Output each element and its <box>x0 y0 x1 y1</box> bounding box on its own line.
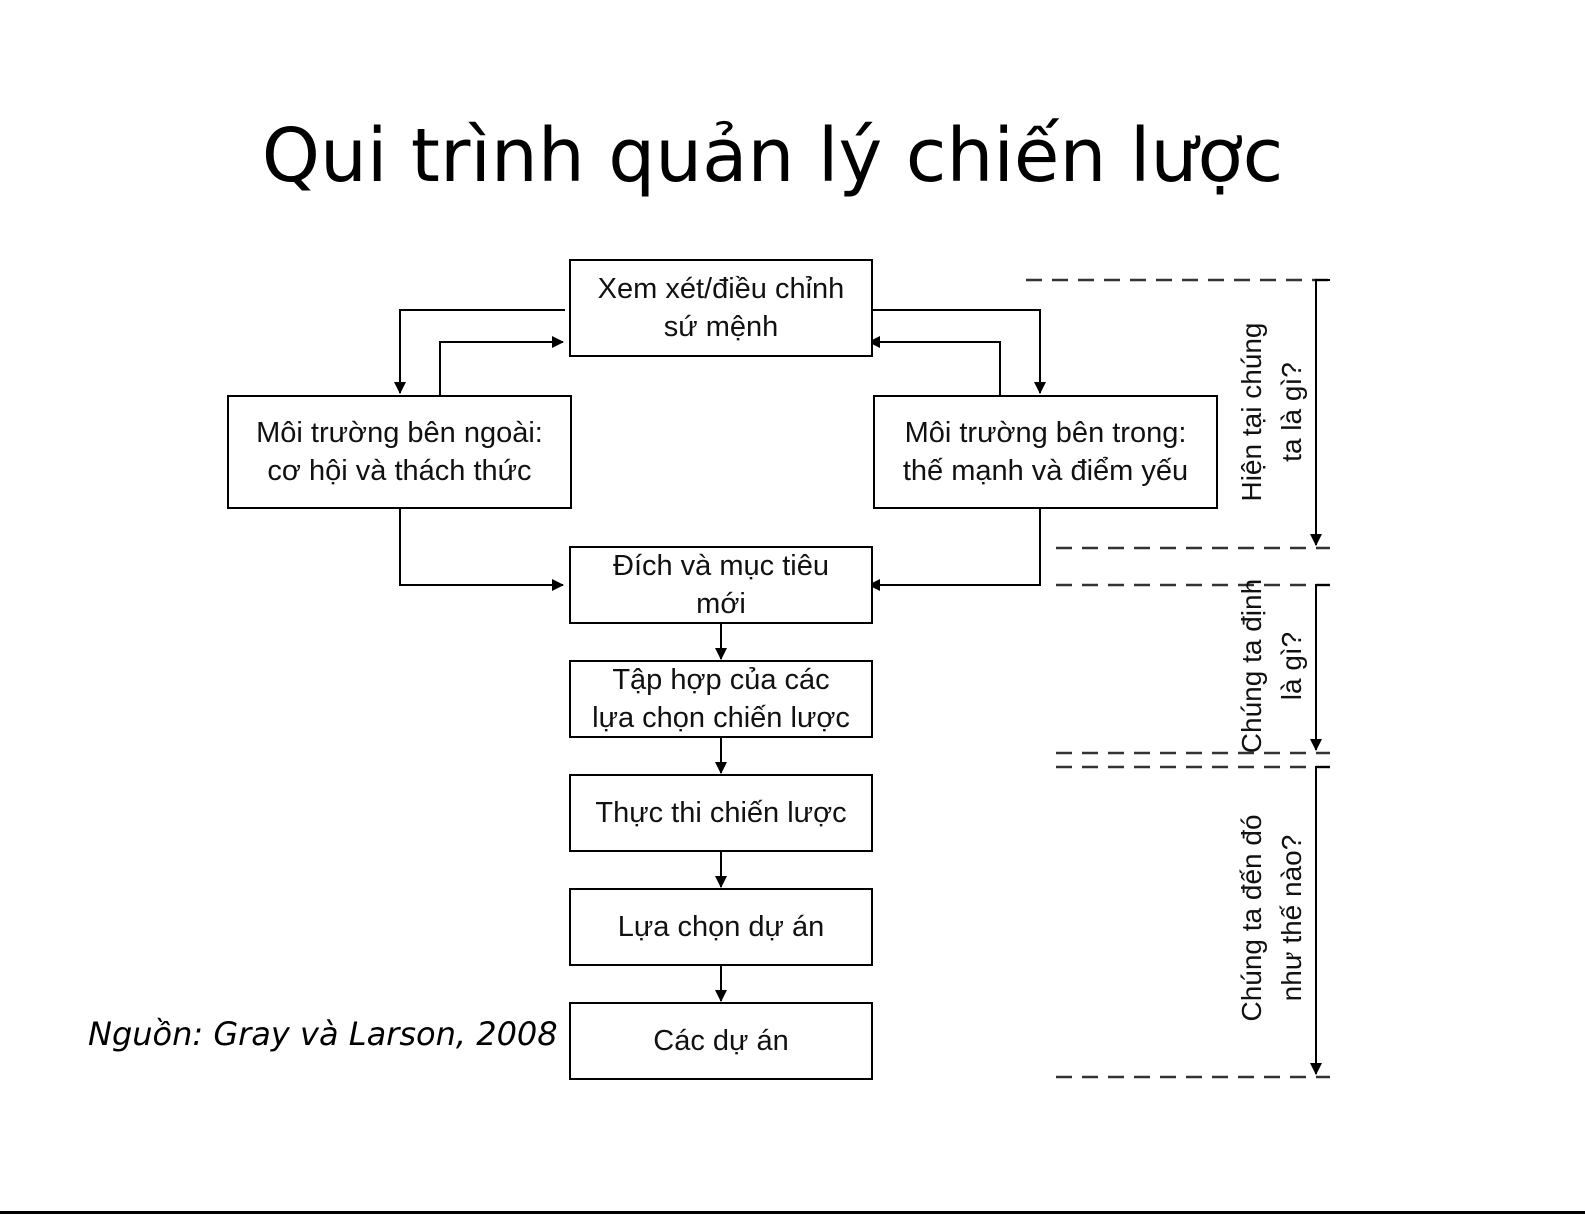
box-mission: Xem xét/điều chỉnh sứ mệnh <box>569 259 873 357</box>
bracket-where-going <box>1310 584 1330 751</box>
arrow-internal-to-mission <box>868 336 1001 395</box>
box-internal-environment: Môi trường bên trong: thế mạnh và điểm y… <box>873 395 1218 509</box>
box-projects: Các dự án <box>569 1002 873 1080</box>
box-goals: Đích và mục tiêu mới <box>569 546 873 624</box>
slide-title: Qui trình quản lý chiến lược <box>261 113 1284 199</box>
box-project-selection: Lựa chọn dự án <box>569 888 873 966</box>
label-where-are-we-going: Chúng ta định là gì? <box>1236 578 1307 754</box>
arrow-internal-to-goals <box>868 508 1041 591</box>
box-strategy-implementation: Thực thi chiến lược <box>569 774 873 852</box>
arrow-external-to-goals <box>399 508 564 591</box>
arrow-mission-to-internal <box>867 309 1046 394</box>
box-external-environment: Môi trường bên ngoài: cơ hội và thách th… <box>227 395 572 509</box>
source-citation: Nguồn: Gray và Larson, 2008 <box>88 1015 558 1053</box>
arrow-mission-to-external <box>394 309 565 394</box>
label-how-do-we-get-there: Chúng ta đến đó như thế nào? <box>1236 814 1307 1022</box>
box-strategic-options: Tập hợp của các lựa chọn chiến lược <box>569 660 873 738</box>
arrow-external-to-mission <box>439 336 564 395</box>
label-where-are-we-now: Hiện tại chúng ta là gì? <box>1236 322 1307 502</box>
bottom-rule <box>0 1211 1585 1214</box>
bracket-how-get-there <box>1310 766 1330 1075</box>
bracket-where-now <box>1310 279 1330 546</box>
